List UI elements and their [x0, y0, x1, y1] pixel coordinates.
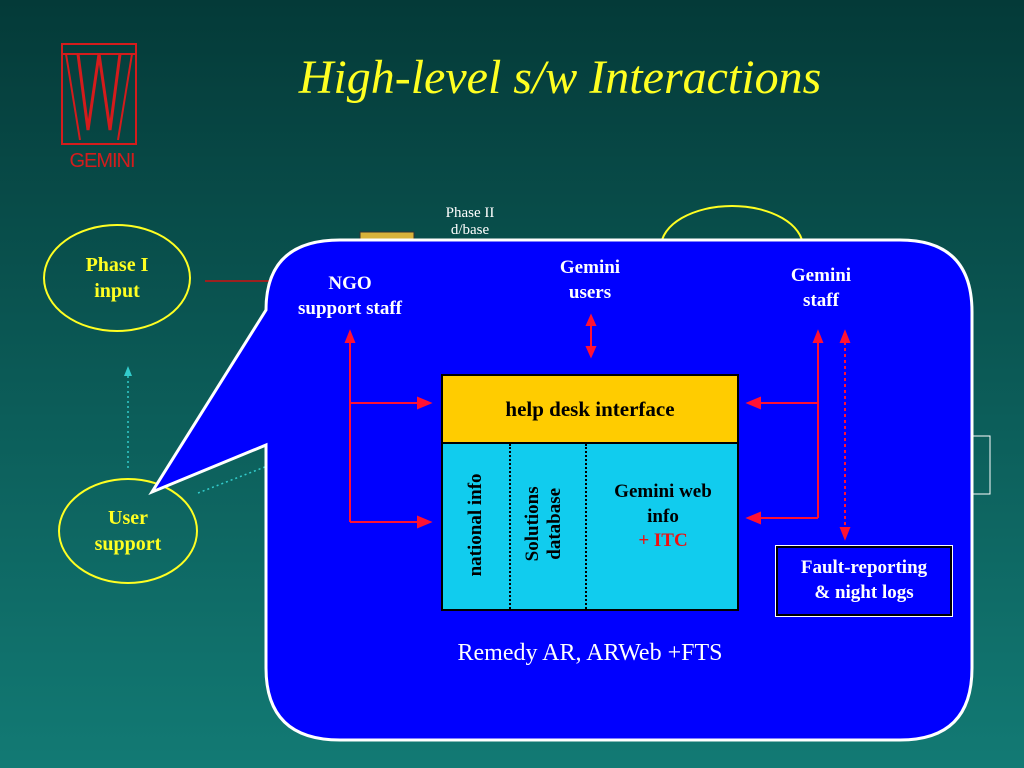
- gemini-logo: [61, 43, 137, 145]
- help-desk-box: help desk interface national info Soluti…: [441, 374, 739, 611]
- user-support-node: User support: [58, 478, 198, 584]
- column-divider: [585, 444, 587, 609]
- gemini-users-label: Gemini users: [559, 257, 621, 303]
- fault-reporting-box: Fault-reporting & night logs: [775, 545, 953, 617]
- gemini-web-info-text: Gemini web info: [614, 481, 712, 527]
- connector-arrows: [344, 313, 851, 541]
- gemini-web-info-label: Gemini web info + ITC: [589, 480, 737, 554]
- national-info-label: national info: [465, 473, 487, 577]
- gemini-staff-label: Gemini staff: [790, 265, 852, 311]
- phase1-input-node: Phase I input: [43, 224, 191, 332]
- itc-label: + ITC: [638, 530, 688, 552]
- slide-title: High-level s/w Interactions: [298, 51, 822, 104]
- help-desk-body: national info Solutions database Gemini …: [443, 444, 737, 609]
- solutions-database-label: Solutions database: [522, 486, 565, 562]
- column-divider: [509, 444, 511, 609]
- help-desk-interface-header: help desk interface: [443, 376, 737, 444]
- remedy-footer-label: Remedy AR, ARWeb +FTS: [457, 640, 723, 666]
- gemini-logo-text: GEMINI: [69, 150, 135, 172]
- ngo-support-staff-label: NGO support staff: [298, 273, 402, 319]
- phase2-database-label: Phase II d/base: [445, 205, 495, 238]
